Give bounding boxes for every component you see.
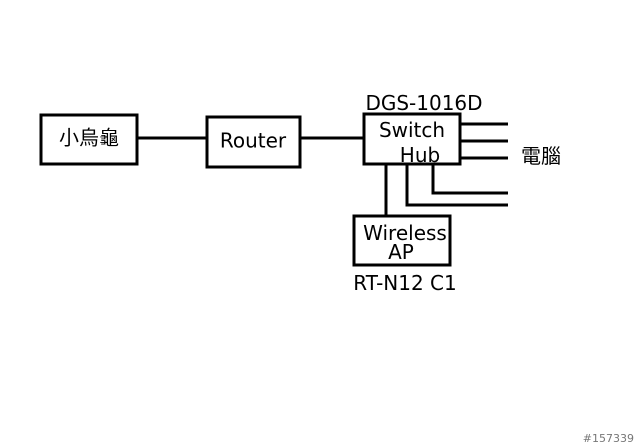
- router-label: Router: [220, 129, 287, 153]
- switch-model-label: DGS-1016D: [365, 91, 482, 115]
- modem-node: 小烏龜: [39, 113, 139, 166]
- wireless-ap-label-line1: Wireless: [363, 221, 447, 245]
- wireless-ap-label-line2: AP: [388, 240, 414, 264]
- switch-node: DGS-1016D Switch Hub: [362, 91, 483, 167]
- switch-label-line1: Switch: [379, 118, 445, 142]
- wireless-ap-box: [352, 214, 452, 267]
- switch-port-line-5: [405, 164, 508, 207]
- switch-label-line2: Hub: [400, 143, 440, 167]
- switch-port-line-4: [431, 164, 508, 195]
- computers-label: 電腦: [521, 144, 561, 168]
- wireless-ap-node: Wireless AP RT-N12 C1: [352, 214, 457, 295]
- router-node: Router: [205, 115, 302, 169]
- image-id-watermark: #157339: [583, 432, 634, 445]
- switch-box: [362, 112, 462, 166]
- modem-box: [39, 113, 139, 166]
- wireless-ap-model-label: RT-N12 C1: [353, 271, 457, 295]
- connections: [137, 122, 508, 216]
- router-box: [205, 115, 302, 169]
- modem-label: 小烏龜: [59, 126, 119, 150]
